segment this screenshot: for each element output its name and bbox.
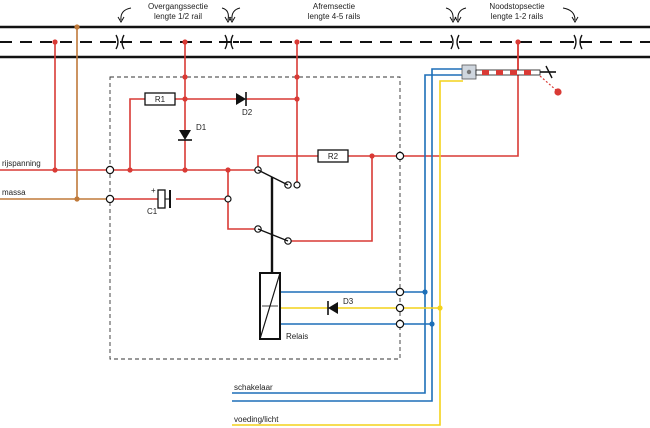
section-labels: Overgangssectie lengte 1/2 rail Afremsec… bbox=[117, 2, 579, 23]
massa-label: massa bbox=[2, 188, 26, 197]
rijspanning-label: rijspanning bbox=[2, 159, 41, 168]
afrem-title: Afremsectie bbox=[313, 2, 356, 11]
capacitor-c1-icon: + C1 bbox=[147, 186, 171, 216]
rijspanning-junctions bbox=[52, 39, 521, 173]
massa-wiring bbox=[0, 24, 228, 202]
r2-label: R2 bbox=[328, 152, 339, 161]
module-box bbox=[109, 76, 401, 360]
c1-plus: + bbox=[151, 186, 156, 195]
afrem-sub: lengte 4-5 rails bbox=[308, 12, 360, 21]
d2-label: D2 bbox=[242, 108, 253, 117]
switch-contact-icon bbox=[224, 166, 301, 273]
diode-d3-icon: D3 bbox=[327, 297, 354, 315]
d3-label: D3 bbox=[343, 297, 354, 306]
track bbox=[0, 25, 650, 59]
resistor-r1-icon: R1 bbox=[144, 92, 176, 106]
rail-gap-end bbox=[568, 34, 588, 50]
d1-label: D1 bbox=[196, 123, 207, 132]
noodstop-title: Noodstopsectie bbox=[489, 2, 545, 11]
rail-gap-noodstop bbox=[445, 34, 465, 50]
c1-label: C1 bbox=[147, 207, 158, 216]
signal-icon bbox=[461, 64, 562, 96]
control-wiring bbox=[232, 68, 463, 426]
relay-icon: Relais bbox=[259, 272, 308, 341]
diode-d1-icon: D1 bbox=[178, 123, 207, 141]
rail-gap-overgang bbox=[110, 34, 130, 50]
voeding-label: voeding/licht bbox=[234, 415, 279, 424]
diode-d2-icon: D2 bbox=[236, 92, 253, 117]
box-terminals bbox=[105, 151, 405, 329]
overgang-title: Overgangssectie bbox=[148, 2, 209, 11]
r1-label: R1 bbox=[155, 95, 166, 104]
resistor-r2-icon: R2 bbox=[317, 149, 349, 163]
overgang-sub: lengte 1/2 rail bbox=[154, 12, 202, 21]
noodstop-sub: lengte 1-2 rails bbox=[491, 12, 543, 21]
relais-label: Relais bbox=[286, 332, 308, 341]
rail-gap-afrem bbox=[219, 34, 239, 50]
schakelaar-label: schakelaar bbox=[234, 383, 273, 392]
